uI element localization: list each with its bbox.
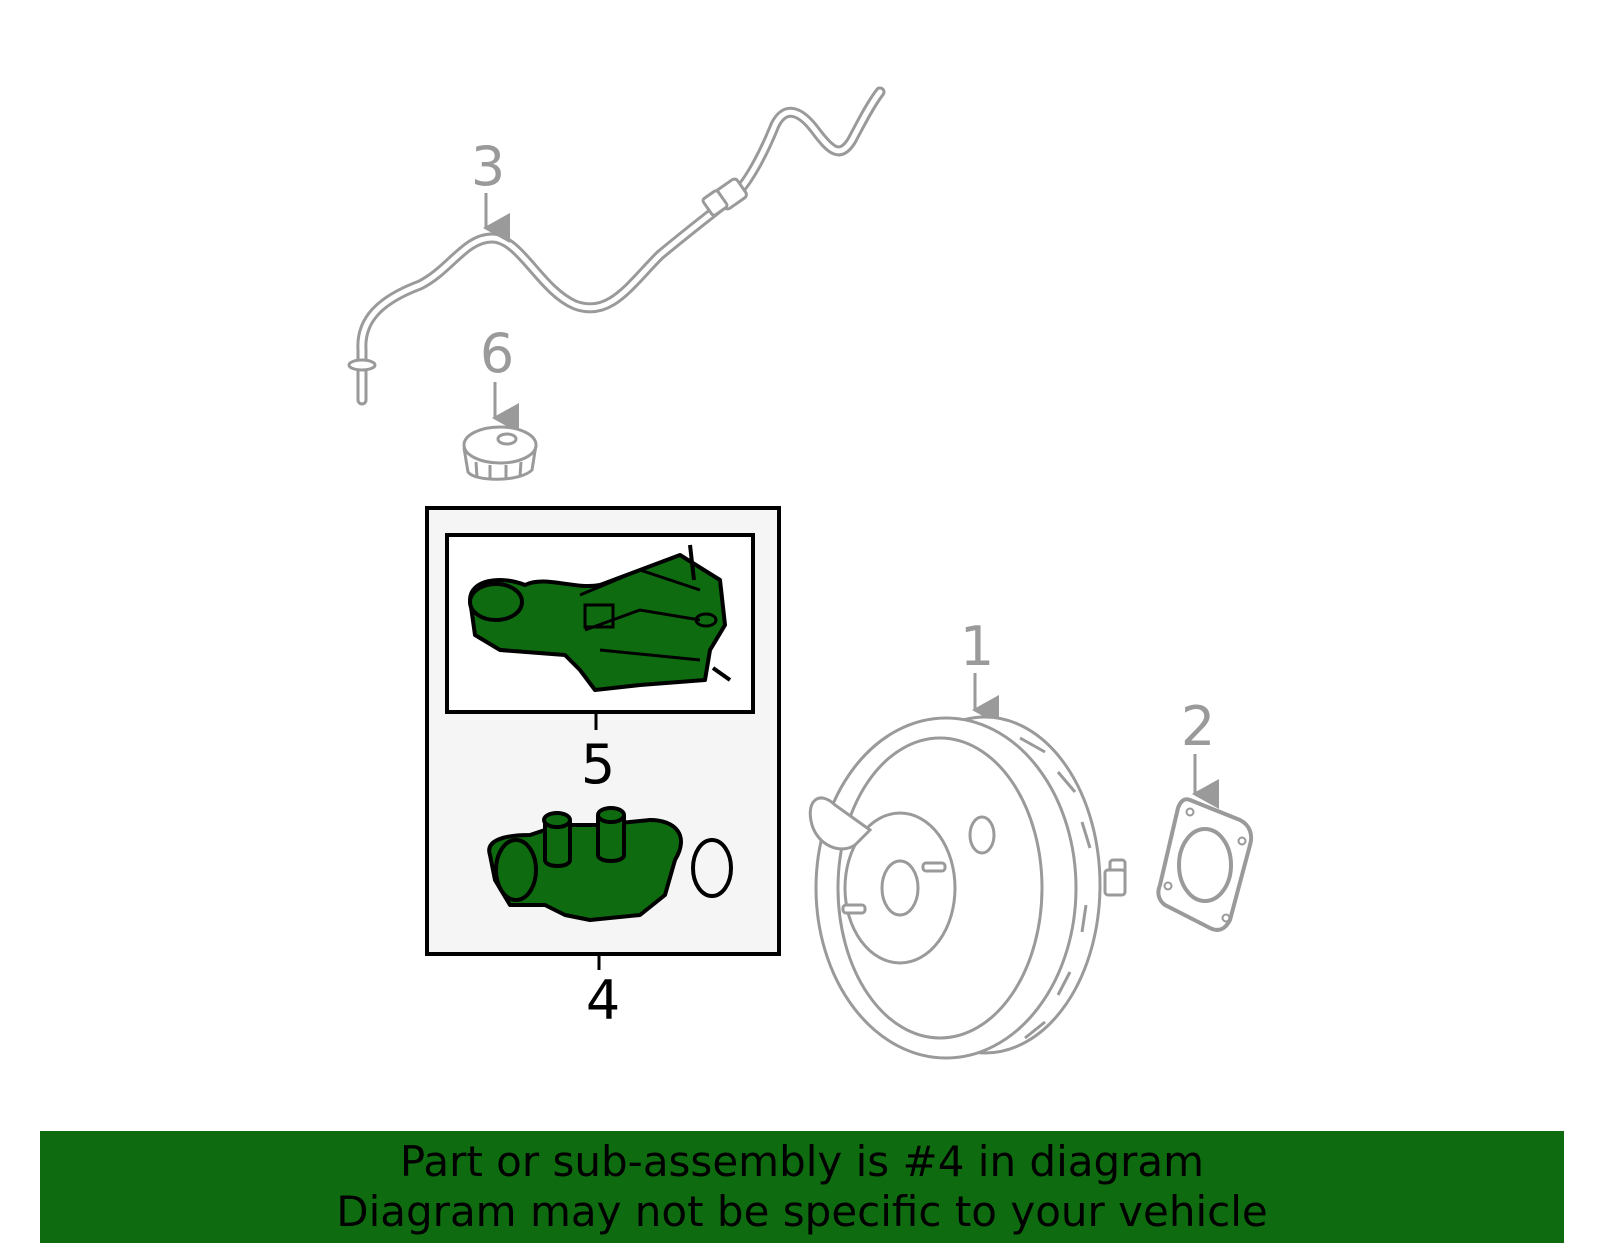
gasket-part-2[interactable] <box>1156 797 1254 932</box>
callout-3: 3 <box>471 135 505 198</box>
callout-2: 2 <box>1181 695 1215 758</box>
brake-booster-ribs <box>1019 736 1092 1040</box>
banner-line-2: Diagram may not be specific to your vehi… <box>336 1187 1268 1236</box>
reservoir-cap-part-6[interactable] <box>462 425 538 481</box>
callout-4: 4 <box>586 969 620 1032</box>
vacuum-hose-part-3[interactable] <box>356 86 886 406</box>
banner-line-1: Part or sub-assembly is #4 in diagram <box>399 1137 1205 1186</box>
reservoir-part-5-details <box>579 568 718 662</box>
brake-booster-part-1[interactable] <box>808 715 1127 1060</box>
o-ring-seal <box>691 838 733 898</box>
callout-5: 5 <box>581 733 615 796</box>
hose-fittings <box>347 177 748 372</box>
callout-1: 1 <box>960 615 994 678</box>
master-cylinder-part-4[interactable] <box>487 806 683 922</box>
vacuum-hose-part-3-inner <box>359 89 883 403</box>
callout-6: 6 <box>480 322 514 385</box>
gasket-holes <box>1163 807 1247 923</box>
info-banner: Part or sub-assembly is #4 in diagram Di… <box>40 1131 1564 1243</box>
